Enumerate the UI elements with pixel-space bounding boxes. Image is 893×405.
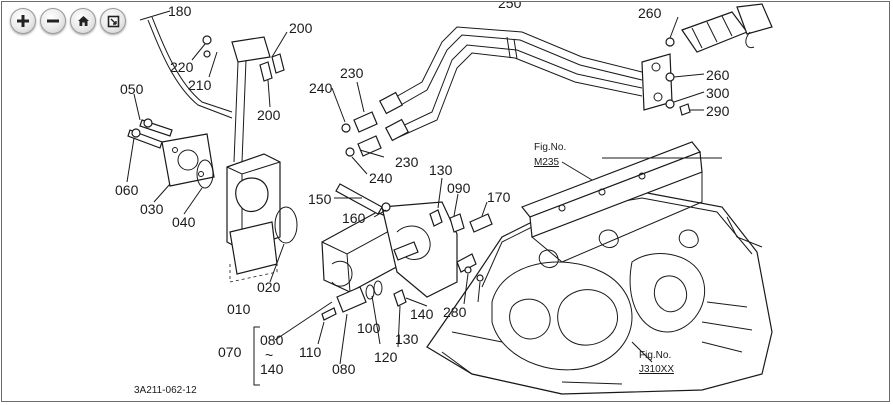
engine-block: [426, 171, 773, 395]
part-label: 140: [410, 306, 434, 322]
leader-lines: [126, 10, 722, 386]
control-valve: [127, 118, 298, 283]
part-label: 110: [299, 344, 322, 360]
part-label: 230: [340, 65, 364, 81]
part-label: 030: [140, 201, 164, 217]
frame-rail: [521, 141, 703, 263]
part-labels: 180 220 210 200 200 050 060 030 040 010 …: [115, 2, 730, 396]
part-label: 220: [170, 59, 194, 75]
part-label: 080: [332, 361, 356, 377]
part-label: 150: [308, 191, 332, 207]
part-label: 260: [638, 5, 662, 21]
part-label: 020: [257, 279, 281, 295]
part-label: 200: [257, 107, 281, 123]
part-label: 120: [374, 349, 398, 365]
part-label: 130: [429, 162, 453, 178]
range-to-label: 140: [260, 361, 284, 377]
part-label: 090: [447, 180, 471, 196]
part-label: 040: [172, 214, 196, 230]
part-label: 060: [115, 182, 139, 198]
minus-icon: [46, 14, 60, 28]
part-label: 170: [487, 189, 511, 205]
zoom-in-button[interactable]: [10, 8, 36, 34]
drawing-code: 3A211-062-12: [134, 385, 197, 396]
home-button[interactable]: [70, 8, 96, 34]
part-label: 280: [443, 304, 467, 320]
part-label: 100: [357, 320, 381, 336]
range-separator: ~: [265, 347, 273, 363]
part-label: 250: [498, 2, 522, 11]
part-label: 070: [218, 344, 242, 360]
hydraulic-pipes: [378, 26, 643, 142]
fig-ref-m235[interactable]: Fig.No. M235: [534, 142, 566, 168]
home-icon: [77, 15, 90, 27]
fit-window-icon: [107, 15, 120, 28]
part-label: 210: [188, 77, 212, 93]
part-label: 240: [369, 170, 393, 186]
fig-ref-code[interactable]: M235: [534, 157, 559, 168]
range-from-label: 080: [260, 332, 284, 348]
center-bracket: [321, 111, 493, 321]
fig-ref-title: Fig.No.: [534, 142, 566, 153]
part-label: 050: [120, 81, 144, 97]
fig-ref-code[interactable]: J310XX: [639, 364, 674, 375]
plus-icon: [16, 14, 30, 28]
zoom-out-button[interactable]: [40, 8, 66, 34]
part-label: 290: [706, 103, 730, 119]
part-label: 130: [395, 331, 419, 347]
fit-window-button[interactable]: [100, 8, 126, 34]
part-label: 260: [706, 67, 730, 83]
part-label: 240: [309, 80, 333, 96]
zoom-toolbar: [10, 8, 126, 34]
part-label: 200: [289, 20, 313, 36]
fig-ref-title: Fig.No.: [639, 350, 671, 361]
part-label: 010: [227, 301, 251, 317]
part-label: 230: [395, 154, 419, 170]
upper-linkage: [147, 16, 285, 163]
part-label: 160: [342, 210, 366, 226]
coupler-assembly: [641, 3, 773, 116]
fig-ref-j310xx[interactable]: Fig.No. J310XX: [639, 350, 674, 375]
part-label: 180: [168, 3, 192, 19]
part-label: 300: [706, 85, 730, 101]
